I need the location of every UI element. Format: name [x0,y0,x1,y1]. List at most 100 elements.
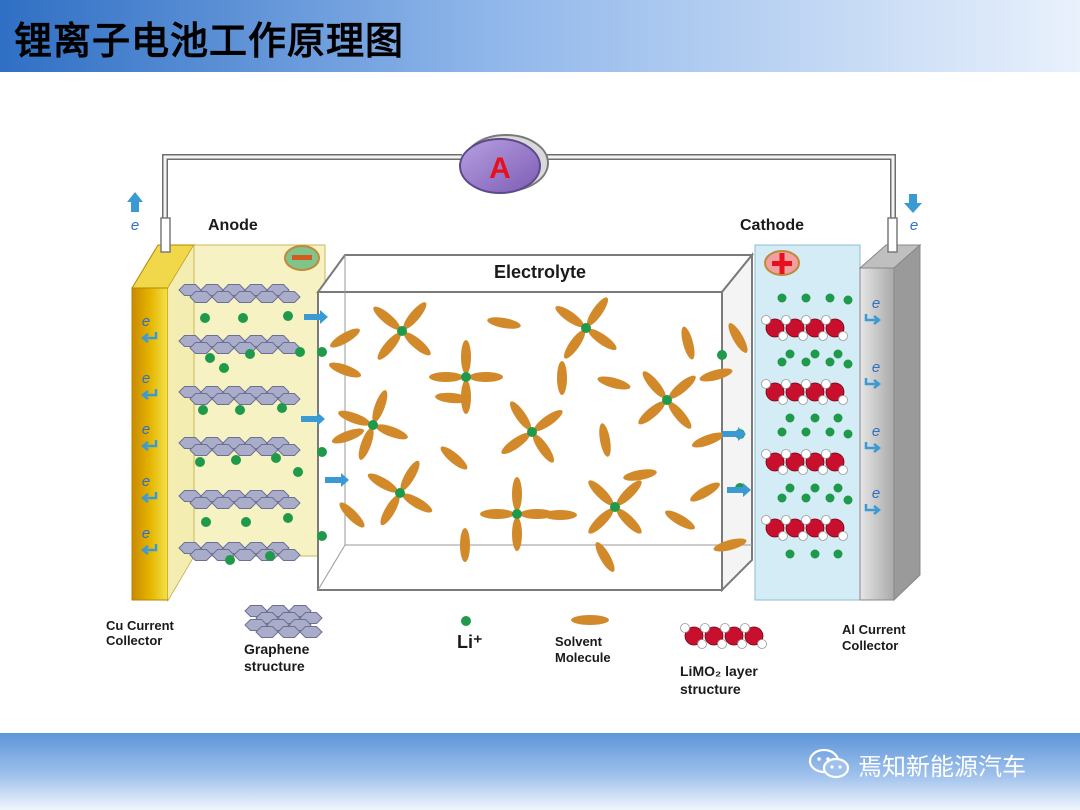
legend-solvent: Solvent Molecule [555,634,611,665]
solvent-molecule [440,446,468,470]
electron-arrow [140,440,158,451]
li-ion [317,347,327,357]
graphene-hexagon [277,626,301,638]
li-ion [231,455,241,465]
li-ion [843,295,853,305]
solvent-molecule [699,368,733,382]
li-ion [527,427,537,437]
li-ion [833,413,843,423]
li-ion [717,350,727,360]
metal-atom [781,515,791,525]
li-ion [785,413,795,423]
metal-atom [761,379,771,389]
graphene-hexagon [277,549,301,561]
oxygen-atom [765,452,785,472]
electron-mark: e [872,295,880,312]
metal-atom [821,449,831,459]
electron-mark: e [142,370,150,387]
electrolyte-label: Electrolyte [494,262,586,282]
solvent-molecule [512,477,522,511]
li-ion [833,549,843,559]
li-ion [810,349,820,359]
li-ion [219,363,229,373]
li-ion [271,453,281,463]
metal-atom [798,465,808,475]
metal-atom [778,465,788,475]
solvent-molecule [532,434,555,463]
metal-atom [680,623,690,633]
solvent-molecule [435,392,469,404]
solvent-molecule [330,328,360,348]
solvent-molecule [557,361,567,395]
solvent-molecule [638,401,666,425]
graphene-hexagon [255,393,279,405]
metal-atom [798,531,808,541]
graphene-hexagon [255,342,279,354]
solvent-molecule [665,510,695,530]
solvent-molecule [403,302,427,330]
solvent-molecule [501,432,530,455]
battery-diagram: A e e Anode Cathode Electrolyte [106,134,922,697]
solvent-molecule [588,508,614,534]
li-ion [512,509,522,519]
electron-mark: e [142,525,150,542]
graphene-hexagon [211,393,235,405]
li-ion [825,293,835,303]
plus-sign-icon [764,250,800,276]
solvent-molecule [373,306,401,330]
solvent-molecule [534,409,563,432]
page-title: 锂离子电池工作原理图 [14,19,405,63]
metal-atom [801,515,811,525]
ammeter-icon: A [459,134,549,194]
li-ion [368,420,378,430]
solvent-molecule [512,517,522,551]
solvent-molecule [377,332,401,360]
solvent-molecule [380,495,400,526]
solvent-molecule [668,401,692,429]
electron-mark: e [142,473,150,490]
graphene-hexagon [211,497,235,509]
metal-atom [838,531,848,541]
oxygen-atom [825,452,845,472]
li-legend-icon [461,616,471,626]
oxygen-atom [684,626,704,646]
li-ion [777,493,787,503]
solvent-molecule [588,480,614,506]
li-ion [785,483,795,493]
minus-sign-icon [284,245,320,271]
li-ion [801,293,811,303]
footer-band [0,733,1080,810]
solvent-molecule [597,376,631,390]
metal-atom [781,449,791,459]
cathode-terminal [887,217,898,253]
li-ion [843,429,853,439]
electron-arrow [140,492,158,503]
al-current-collector [858,243,922,602]
oxygen-atom [785,318,805,338]
solvent-molecule [509,401,532,430]
graphene-hexagon [277,291,301,303]
li-ion [801,493,811,503]
solvent-molecule [402,493,433,513]
solvent-molecule [460,528,470,562]
oxygen-atom [765,382,785,402]
oxygen-atom [825,382,845,402]
solvent-molecule [623,469,657,481]
solvent-molecule [563,330,586,359]
solvent-molecule [586,297,609,326]
graphene-hexagon [233,291,257,303]
limo2-legend-icon [680,623,767,649]
li-ion [225,555,235,565]
metal-atom [798,395,808,405]
graphene-hexagon [189,549,213,561]
li-ion [205,353,215,363]
legend-al-collector: Al Current Collector [842,622,909,653]
ion-flow-arrows [301,310,751,497]
oxygen-atom [765,318,785,338]
oxygen-atom [724,626,744,646]
li-ion [801,427,811,437]
metal-atom [717,639,727,649]
metal-atom [778,531,788,541]
oxygen-atom [785,452,805,472]
electron-out-icon: e [127,192,143,234]
